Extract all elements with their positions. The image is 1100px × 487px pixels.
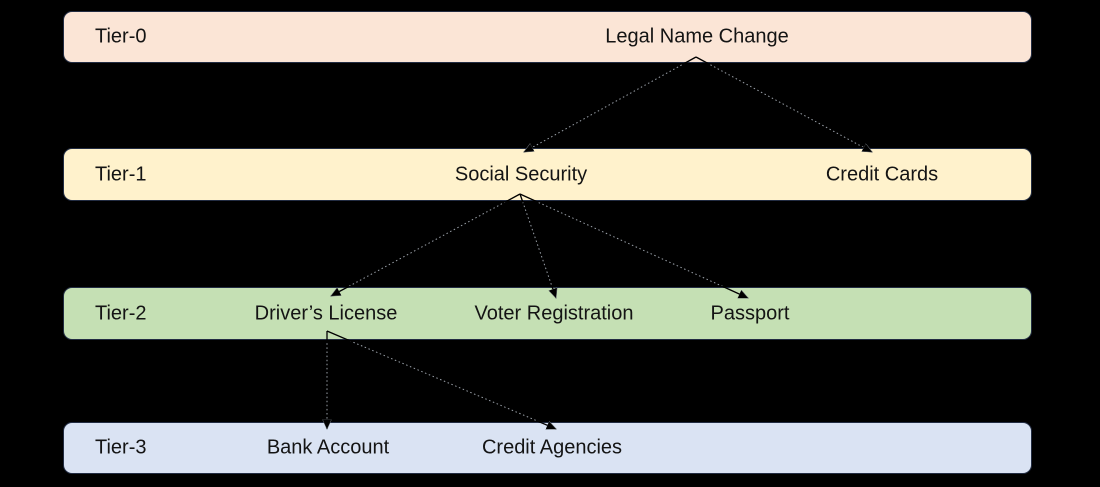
tier-2-band: Tier-2 Driver’s License Voter Registrati… [63, 287, 1032, 340]
arrow-social-security-to-voter-registration-dotted [519, 193, 557, 299]
arrow-legal-name-change-to-social-security [524, 56, 697, 153]
tier-1-band: Tier-1 Social Security Credit Cards [63, 148, 1032, 201]
tier-2-label: Tier-2 [95, 302, 147, 324]
tier-0-band: Tier-0 Legal Name Change [63, 11, 1032, 63]
node-credit-cards: Credit Cards [825, 163, 939, 185]
arrow-drivers-license-to-credit-agencies-dotted [326, 330, 557, 421]
tier-3-label: Tier-3 [95, 436, 147, 459]
arrow-social-security-to-passport [519, 193, 748, 299]
arrow-social-security-to-drivers-license [331, 193, 521, 297]
node-credit-agencies: Credit Agencies [481, 436, 623, 459]
node-voter-registration: Voter Registration [474, 302, 634, 324]
arrow-social-security-to-drivers-license-dotted [330, 193, 521, 297]
node-bank-account: Bank Account [266, 436, 390, 459]
arrow-legal-name-change-to-credit-cards-dotted [695, 64, 873, 153]
arrow-legal-name-change-to-credit-cards [695, 56, 872, 153]
node-social-security: Social Security [454, 163, 588, 185]
arrow-social-security-to-voter-registration [519, 193, 556, 298]
tier-0-label: Tier-0 [95, 25, 147, 48]
node-passport: Passport [710, 302, 790, 324]
arrow-legal-name-change-to-social-security-dotted [523, 64, 697, 153]
arrow-drivers-license-to-credit-agencies [326, 330, 556, 429]
node-drivers-license: Driver’s License [254, 302, 398, 324]
node-legal-name-change: Legal Name Change [605, 25, 789, 48]
tier-3-band: Tier-3 Bank Account Credit Agencies [63, 422, 1032, 474]
tier-1-label: Tier-1 [95, 163, 147, 185]
arrow-social-security-to-passport-dotted [519, 193, 749, 299]
